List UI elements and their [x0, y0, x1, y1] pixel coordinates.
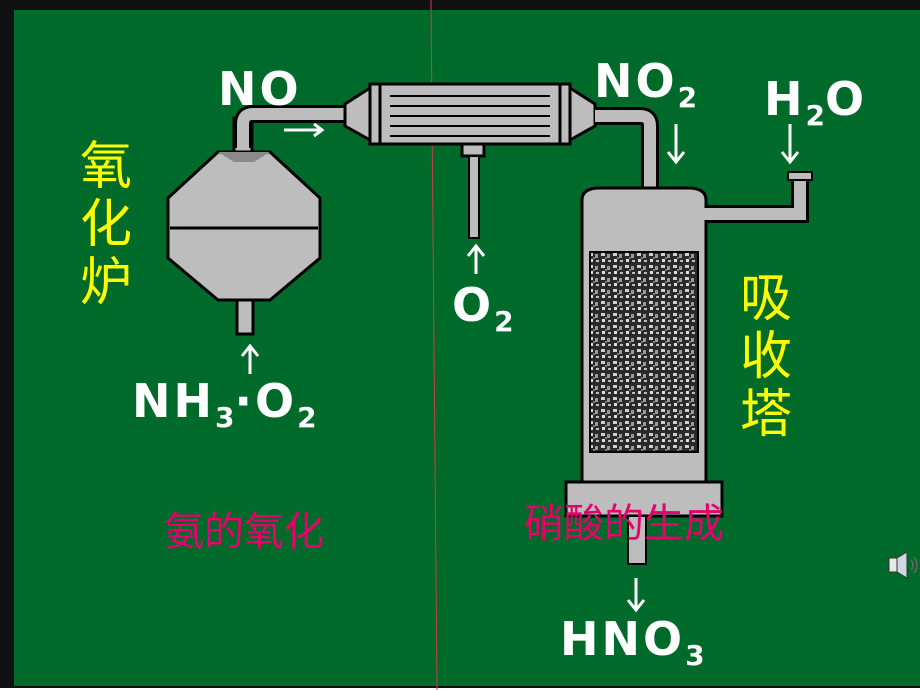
feed-label: NH3·O2: [132, 378, 317, 432]
o2-flow-arrow: [466, 243, 486, 274]
hno3-base: HNO: [560, 612, 686, 666]
caption-ammonia-oxidation: 氨的氧化: [164, 509, 324, 555]
nh3-base: NH: [132, 374, 215, 428]
feed-o2-base: O: [254, 374, 298, 428]
feed-flow-arrow: [240, 343, 260, 374]
no-flow-arrow: [284, 122, 325, 138]
absorption-tower: [564, 186, 724, 565]
nh3-subscript: 3: [215, 401, 235, 434]
speaker-icon[interactable]: [888, 551, 918, 579]
h2o-o: O: [824, 72, 868, 126]
h2o-flow-arrow: [780, 124, 800, 165]
tower-char: 塔: [739, 385, 792, 445]
no-pipe: [237, 108, 345, 148]
h2o-h: H: [764, 72, 806, 126]
o2-inlet-pipe: [468, 155, 480, 239]
o2-inlet-flange: [460, 142, 486, 158]
h2o-pipe-mouth: [787, 171, 813, 181]
o2-base: O: [452, 278, 495, 332]
caption-nitric-acid-formation: 硝酸的生成: [524, 501, 724, 547]
tower-packing: [589, 251, 699, 453]
o2-label: O2: [452, 282, 514, 336]
tower-char: 收: [739, 327, 792, 387]
no2-pipe: [595, 110, 656, 238]
hno3-subscript: 3: [685, 639, 705, 672]
flow-arrows: [240, 122, 800, 613]
no-label: NO: [218, 62, 302, 116]
oxidation-furnace-label: 氧 化 炉: [76, 138, 136, 312]
furnace-char: 氧: [79, 137, 132, 197]
h2o-label: H2O: [764, 76, 867, 130]
furnace-char: 炉: [79, 253, 132, 313]
furnace-top-shade: [218, 152, 270, 162]
no2-label: NO2: [594, 58, 697, 112]
no2-subscript: 2: [677, 81, 698, 114]
tower-base: [564, 480, 724, 518]
no2-flow-arrow: [666, 124, 686, 165]
h2o-pipe: [704, 176, 806, 220]
heat-exchanger: [343, 82, 597, 158]
hno3-label: HNO3: [560, 616, 705, 670]
no2-base: NO: [594, 54, 678, 108]
hno3-flow-arrow: [626, 578, 646, 613]
absorption-tower-label: 吸 收 塔: [736, 270, 796, 444]
feed-separator: ·: [234, 374, 255, 428]
hno3-outlet-pipe: [627, 515, 647, 565]
exchanger-right-cap: [568, 85, 597, 143]
furnace-char: 化: [79, 195, 132, 255]
o2-subscript: 2: [494, 305, 514, 338]
furnace-body: [166, 150, 322, 302]
feed-o2-subscript: 2: [297, 401, 317, 434]
tower-char: 吸: [739, 269, 792, 329]
h2o-subscript: 2: [805, 99, 825, 132]
